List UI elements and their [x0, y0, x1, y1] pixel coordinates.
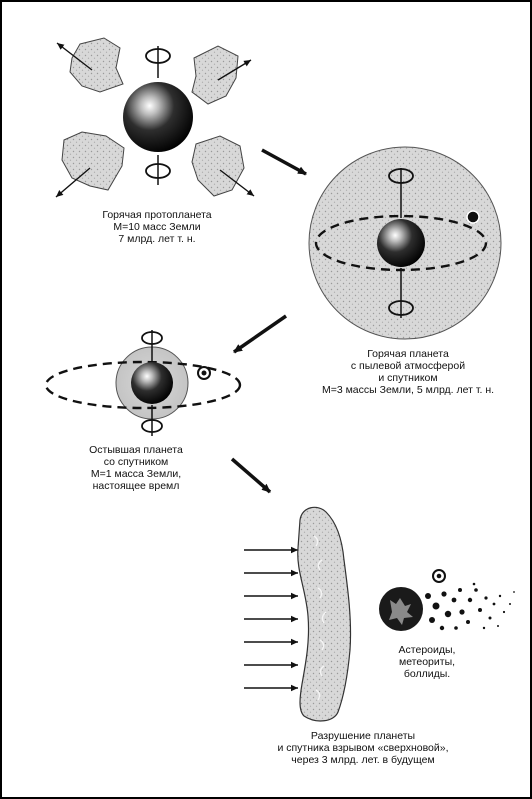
hot-planet-group	[309, 147, 501, 339]
transition-arrow	[262, 150, 306, 174]
transition-arrow	[232, 459, 270, 492]
satellite	[467, 211, 479, 223]
cooled-planet-group	[46, 330, 240, 436]
caption-destruction: Разрушение планеты и спутника взрывом «с…	[258, 730, 468, 766]
caption-cooled-planet: Остывшая планета со спутником М=1 масса …	[56, 444, 216, 492]
planet-core	[377, 219, 425, 267]
debris-label: Астероиды, метеориты, боллиды.	[372, 644, 482, 680]
fragment-top-right	[192, 46, 238, 104]
protoplanet-group	[56, 38, 254, 197]
caption-protoplanet: Горячая протопланета М=10 масс Земли 7 м…	[62, 209, 252, 245]
caption-hot-planet: Горячая планета с пылевой атмосферой и с…	[318, 348, 498, 396]
debris-cloud	[425, 583, 515, 631]
planet-core	[131, 362, 173, 404]
destruction-group	[244, 507, 515, 721]
transition-arrow	[234, 316, 286, 352]
shockwave-arrows	[244, 550, 298, 688]
fragment-bottom-right	[192, 136, 244, 196]
protoplanet-core	[123, 82, 193, 152]
fragment-top-left	[70, 38, 123, 92]
fragment-bottom-left	[62, 132, 124, 190]
